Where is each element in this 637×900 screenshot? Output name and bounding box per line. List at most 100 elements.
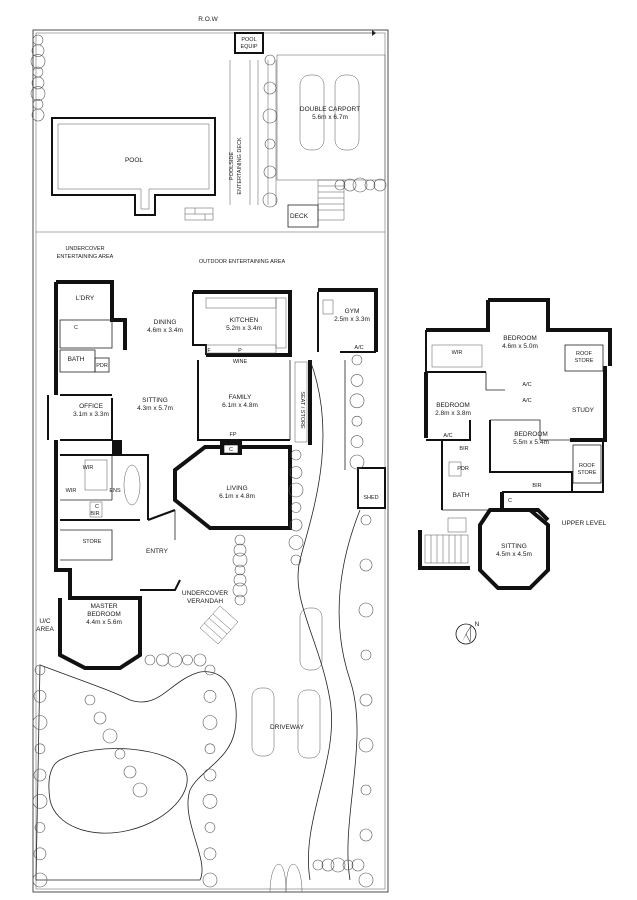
deck-label: DECK: [290, 213, 309, 220]
shrub: [351, 415, 363, 427]
upper-ac-mark-3: A/C: [443, 433, 452, 439]
shrub: [233, 543, 247, 557]
shrub: [288, 482, 304, 498]
shrub: [167, 652, 183, 668]
shrub: [263, 165, 277, 179]
shrub: [204, 664, 216, 676]
shrub: [114, 748, 126, 760]
kitchen-label-2: 5.2m x 3.4m: [226, 325, 262, 332]
master-bedroom-label-3: 4.4m x 5.6m: [86, 619, 122, 626]
roof-store-2-label-2: STORE: [578, 470, 597, 476]
carport-label-2: 5.6m x 6.7m: [312, 114, 348, 121]
dining-label-2: 4.6m x 3.4m: [147, 327, 183, 334]
master-bedroom-label-1: MASTER: [90, 603, 117, 610]
family-label-1: FAMILY: [229, 394, 252, 401]
gym-label-2: 2.5m x 3.3m: [334, 316, 370, 323]
laundry-cupboard-mark: C: [74, 325, 78, 331]
ac-mark: A/C: [354, 345, 363, 351]
roof-store-1-label-1: ROOF: [576, 351, 593, 357]
verandah-label-1: UNDERCOVER: [182, 590, 229, 597]
shrub: [264, 54, 276, 66]
shrub: [31, 108, 45, 122]
bir-label: BIR: [90, 511, 99, 517]
roof-store-1-label-2: STORE: [575, 358, 594, 364]
shrub: [32, 34, 44, 46]
shrub: [234, 594, 246, 606]
sitting-label-2: 4.3m x 5.7m: [137, 405, 173, 412]
shrub: [360, 649, 372, 661]
carport-label-1: DOUBLE CARPORT: [300, 106, 360, 113]
bedroom-2-label-1: BEDROOM: [436, 402, 470, 409]
undercover-entertaining-1: UNDERCOVER: [65, 246, 104, 252]
shrub: [30, 54, 46, 69]
shrub: [193, 653, 207, 667]
office-label-2: 3.1m x 3.3m: [73, 411, 109, 418]
pantry-mark: P: [238, 348, 242, 354]
shrub: [360, 514, 372, 526]
shrub: [144, 654, 156, 666]
sitting-label-1: SITTING: [142, 397, 168, 404]
master-bedroom-label-2: BEDROOM: [87, 611, 121, 618]
upper-level-title: UPPER LEVEL: [562, 520, 607, 527]
shrub: [290, 502, 302, 513]
shrub: [350, 435, 364, 448]
compass-north-label: N: [475, 621, 480, 628]
shrub: [233, 573, 247, 587]
shrub: [321, 858, 335, 872]
shrub: [34, 743, 46, 755]
undercover-entertaining-2: ENTERTAINING AREA: [57, 254, 114, 260]
uc-area-label-1: U/C: [39, 618, 51, 625]
shrub: [182, 654, 193, 666]
gym-label-1: GYM: [345, 308, 360, 315]
shrub: [32, 872, 48, 888]
store-label: STORE: [83, 539, 102, 545]
bedroom-3-label-1: BEDROOM: [514, 431, 548, 438]
shrub: [102, 728, 118, 744]
upper-wir-label: WIR: [452, 350, 463, 356]
shrub: [204, 822, 216, 833]
shrub: [349, 393, 365, 409]
shrub: [262, 192, 278, 208]
bath-label: BATH: [68, 356, 85, 363]
pool-equip-label-1: POOL: [241, 37, 256, 43]
shrub: [31, 76, 45, 90]
cupboard-mark: C: [229, 447, 233, 453]
kitchen-label-1: KITCHEN: [230, 317, 259, 324]
shrub: [330, 857, 346, 873]
shrub: [204, 743, 216, 755]
shrub: [30, 86, 46, 101]
shrub: [288, 535, 304, 550]
bedroom-2-label-2: 2.8m x 3.8m: [435, 410, 471, 417]
upper-ac-mark-1: A/C: [522, 382, 531, 388]
upper-sitting-label-2: 4.5m x 4.5m: [496, 551, 532, 558]
shrub: [202, 715, 218, 730]
shrub: [32, 99, 44, 110]
shrub: [264, 138, 276, 150]
roof-store-2-label-1: ROOF: [579, 463, 596, 469]
driveway-label: DRIVEWAY: [270, 724, 305, 731]
shrub: [358, 602, 374, 618]
upper-sitting-label-1: SITTING: [501, 543, 527, 550]
shrub: [364, 179, 376, 191]
carport: [276, 54, 386, 228]
shrub: [262, 108, 278, 124]
shrub: [156, 653, 169, 667]
shrub: [289, 466, 303, 479]
shrub: [342, 859, 354, 871]
shrub: [33, 768, 47, 782]
fireplace-mark: FP: [229, 432, 236, 438]
shrub: [350, 374, 364, 387]
upper-ac-mark-2: A/C: [522, 398, 531, 404]
ens-label: ENS: [109, 488, 121, 494]
living-label-1: LIVING: [226, 485, 247, 492]
ens-cupboard-mark: C: [95, 504, 99, 510]
living-label-2: 6.1m x 4.8m: [219, 493, 255, 500]
wir-label: WIR: [83, 465, 94, 471]
shrub: [234, 564, 246, 576]
wine-label: WINE: [233, 359, 248, 365]
shrub: [32, 793, 48, 809]
shrub: [343, 178, 357, 192]
shrubs: [30, 34, 387, 888]
verandah-label-2: VERANDAH: [187, 598, 223, 605]
